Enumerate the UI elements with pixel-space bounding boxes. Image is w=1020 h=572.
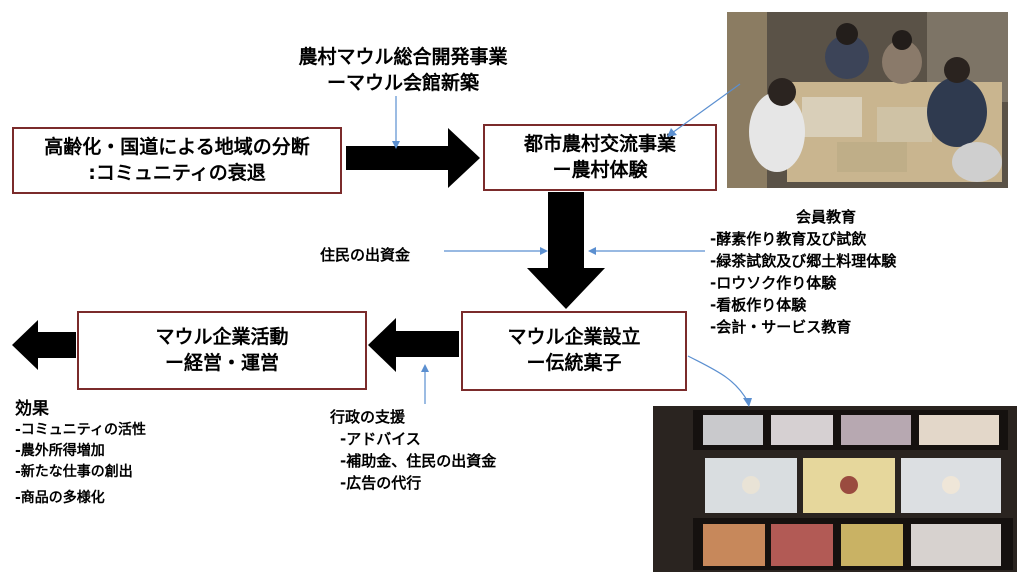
arrow-left-big <box>368 318 459 372</box>
member-education: 会員教育 -酵素作り教育及び試飲 -緑茶試飲及び郷土料理体験 -ロウソク作り体験… <box>710 206 896 338</box>
member-education-item: -緑茶試飲及び郷土料理体験 <box>710 252 897 270</box>
box-village-enterprise-establish: マウル企業設立 ー伝統菓子 <box>461 311 687 391</box>
admin-support-title: 行政の支援 <box>330 408 406 426</box>
arrow-down-big <box>527 192 605 309</box>
effects-item: -コミュニティの活性 <box>15 422 146 438</box>
box-exchange-line2: ー農村体験 <box>552 158 648 181</box>
box-aging-line2: :コミュニティの衰退 <box>88 161 266 184</box>
effects-item: -農外所得増加 <box>15 443 105 459</box>
member-education-item: -酵素作り教育及び試飲 <box>710 230 867 248</box>
resident-funds-label: 住民の出資金 <box>320 246 411 264</box>
arrowhead-confectionery-photo <box>743 398 752 407</box>
top-label-line2: ーマウル会館新築 <box>326 72 479 94</box>
box-aging-line1: 高齢化・国道による地域の分断 <box>44 135 310 158</box>
box-urban-rural-exchange: 都市農村交流事業 ー農村体験 <box>483 124 717 191</box>
arrowhead-top-label <box>392 141 400 149</box>
box-establish-line2: ー伝統菓子 <box>526 352 622 374</box>
member-education-item: -会計・サービス教育 <box>710 318 852 336</box>
admin-support-item: -補助金、住民の出資金 <box>340 452 497 470</box>
arrowhead-admin-support <box>421 364 429 372</box>
top-label: 農村マウル総合開発事業 ーマウル会館新築 <box>268 44 538 96</box>
box-activity-line2: ー経営・運営 <box>164 351 279 374</box>
workshop-photo-art <box>727 12 1008 188</box>
box-activity-line1: マウル企業活動 <box>155 325 289 348</box>
box-village-enterprise-activity: マウル企業活動 ー経営・運営 <box>77 311 367 390</box>
member-education-item: -ロウソク作り体験 <box>710 274 837 292</box>
box-establish-line1: マウル企業設立 <box>507 326 641 349</box>
box-aging-division: 高齢化・国道による地域の分断 :コミュニティの衰退 <box>12 127 342 194</box>
arrow-left-effects <box>12 320 76 370</box>
connector-confectionery-photo <box>687 355 749 403</box>
connector-workshop-photo <box>671 83 741 134</box>
arrowhead-workshop-photo <box>667 128 677 137</box>
box-exchange-line1: 都市農村交流事業 <box>523 132 676 155</box>
confectionery-photo-art <box>653 406 1017 572</box>
villagers-workshop-photo <box>727 12 1008 188</box>
top-label-line1: 農村マウル総合開発事業 <box>298 46 508 68</box>
arrow-right-big <box>346 128 480 188</box>
admin-support: 行政の支援 -アドバイス -補助金、住民の出資金 -広告の代行 <box>330 406 496 494</box>
admin-support-item: -アドバイス <box>340 430 421 448</box>
effects: 効果 -コミュニティの活性 -農外所得増加 -新たな仕事の創出 -商品の多様化 <box>15 398 146 509</box>
arrowhead-resident-funds <box>540 247 548 255</box>
effects-title: 効果 <box>15 399 49 419</box>
arrowhead-member-education <box>588 247 596 255</box>
member-education-item: -看板作り体験 <box>710 296 807 314</box>
confectionery-box-photo <box>653 406 1017 572</box>
admin-support-item: -広告の代行 <box>340 474 422 492</box>
effects-item: -商品の多様化 <box>15 490 105 506</box>
member-education-title: 会員教育 <box>796 208 857 226</box>
effects-item: -新たな仕事の創出 <box>15 464 133 480</box>
